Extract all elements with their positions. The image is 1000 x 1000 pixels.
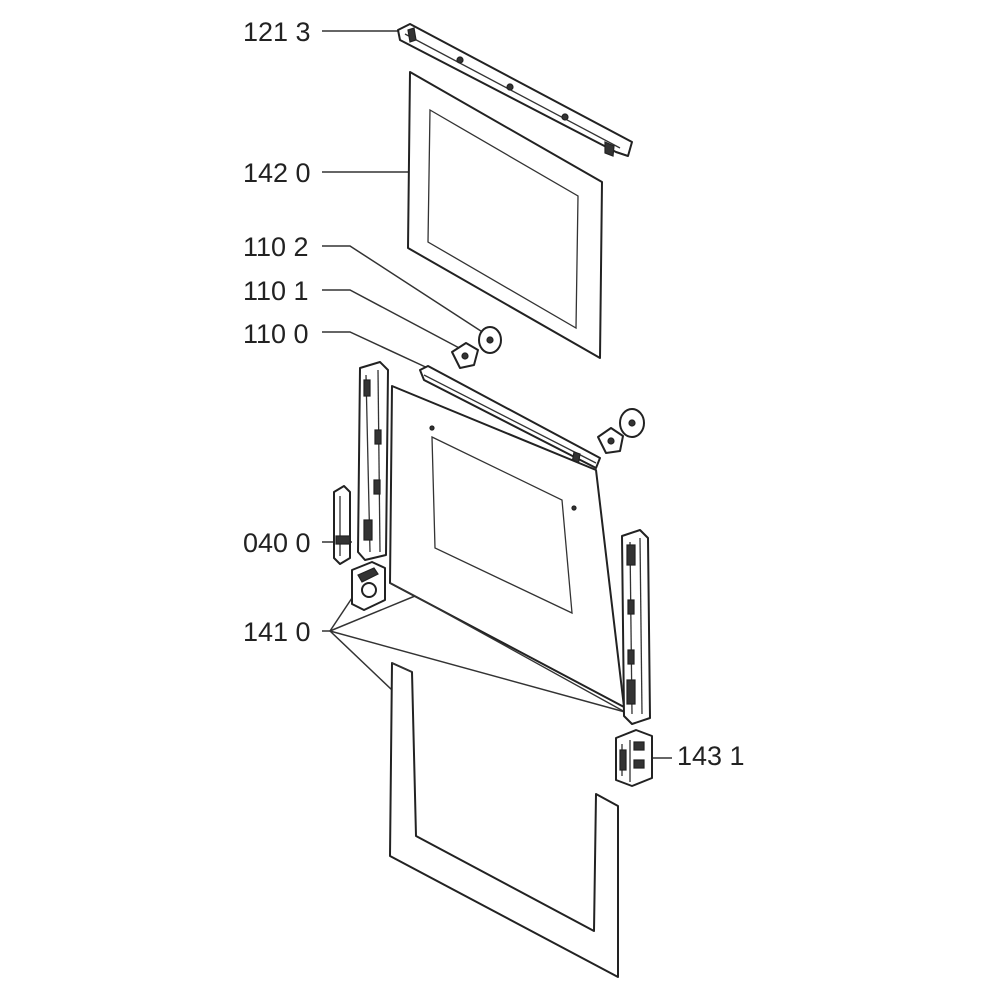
outer-glass-panel — [407, 71, 603, 359]
side-bracket — [333, 485, 351, 565]
inner-door-panel — [389, 385, 626, 713]
leader-141-0-b — [329, 595, 416, 632]
top-trim-rail — [397, 23, 633, 157]
washer-110-1 — [451, 342, 479, 369]
washer-110-2 — [478, 326, 502, 354]
hinge-block — [615, 729, 653, 787]
leader-110-2 — [322, 245, 488, 336]
label-143-1: 143 1 — [677, 741, 745, 771]
leader-141-0-d — [329, 630, 393, 691]
hinge-bar — [419, 365, 601, 469]
label-040-0: 040 0 — [243, 528, 311, 558]
label-110-0: 110 0 — [243, 319, 309, 349]
hinge-plate — [351, 561, 386, 611]
leader-110-1 — [322, 289, 464, 351]
washer-pair-right — [597, 408, 645, 454]
label-141-0: 141 0 — [243, 617, 311, 647]
label-121-3: 121 3 — [243, 17, 311, 47]
right-side-rail — [621, 529, 651, 725]
bottom-inner-frame — [389, 662, 619, 978]
label-110-1: 110 1 — [243, 276, 309, 306]
label-142-0: 142 0 — [243, 158, 311, 188]
leader-141-0-c — [329, 630, 626, 713]
left-side-rail — [357, 361, 389, 561]
leader-lines — [322, 30, 672, 759]
label-110-2: 110 2 — [243, 232, 309, 262]
leader-110-0 — [322, 331, 433, 371]
